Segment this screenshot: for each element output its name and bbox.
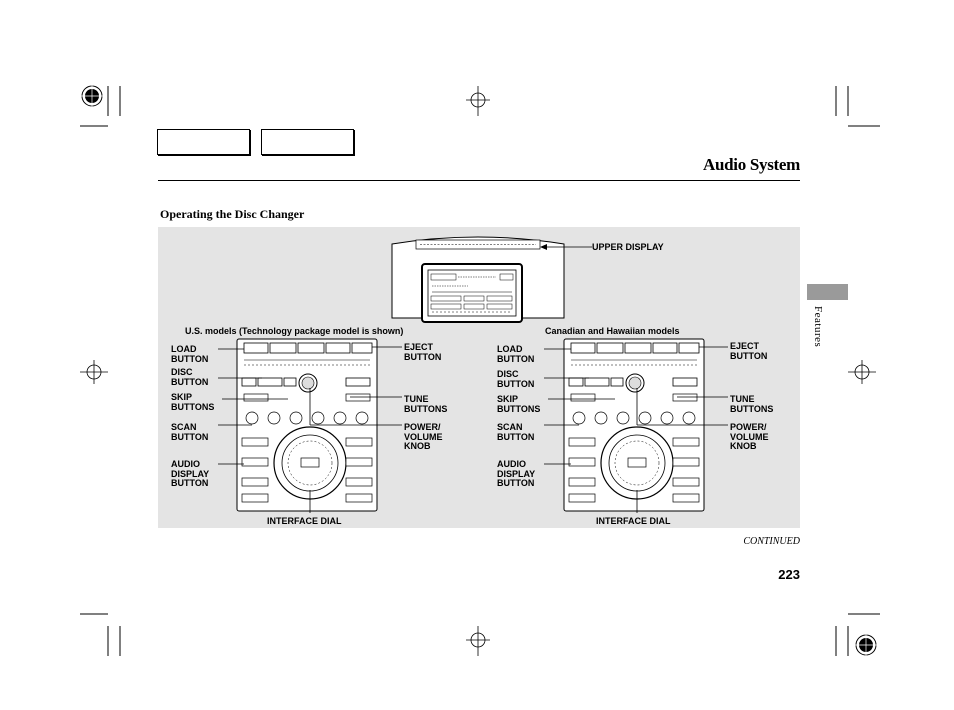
left-audio-display-button-label: AUDIO DISPLAY BUTTON bbox=[171, 459, 210, 488]
registration-crosshair-left bbox=[80, 360, 108, 384]
nav-tab-box-2[interactable] bbox=[261, 129, 354, 155]
left-disc-button-label: DISC BUTTON bbox=[171, 367, 209, 387]
upper-display-illustration bbox=[391, 236, 565, 323]
target-mark-top-left bbox=[80, 84, 104, 108]
right-load-button-label: LOAD BUTTON bbox=[497, 344, 535, 364]
registration-crosshair-bottom bbox=[466, 626, 490, 656]
right-skip-buttons-label: SKIP BUTTONS bbox=[497, 394, 541, 414]
side-tab-marker bbox=[807, 284, 848, 300]
right-disc-button-label: DISC BUTTON bbox=[497, 369, 535, 389]
upper-display-label: UPPER DISPLAY bbox=[592, 242, 664, 252]
right-tune-buttons-label: TUNE BUTTONS bbox=[730, 394, 774, 414]
page-title: Audio System bbox=[703, 155, 800, 174]
left-skip-buttons-label: SKIP BUTTONS bbox=[171, 392, 215, 412]
right-audio-display-button-label: AUDIO DISPLAY BUTTON bbox=[497, 459, 536, 488]
left-eject-button-label: EJECT BUTTON bbox=[404, 342, 442, 362]
right-eject-button-label: EJECT BUTTON bbox=[730, 341, 768, 361]
right-scan-button-label: SCAN BUTTON bbox=[497, 422, 535, 442]
left-tune-buttons-label: TUNE BUTTONS bbox=[404, 394, 448, 414]
right-audio-unit-illustration bbox=[563, 338, 705, 512]
target-mark-bottom-right bbox=[854, 633, 878, 657]
left-interface-dial-label: INTERFACE DIAL bbox=[267, 516, 342, 526]
page-number: 223 bbox=[778, 567, 800, 582]
registration-crosshair-right bbox=[848, 360, 876, 384]
right-power-volume-knob-label: POWER/ VOLUME KNOB bbox=[730, 422, 769, 451]
registration-crosshair-top bbox=[466, 86, 490, 116]
left-unit-caption: U.S. models (Technology package model is… bbox=[185, 326, 404, 336]
left-scan-button-label: SCAN BUTTON bbox=[171, 422, 209, 442]
section-title: Operating the Disc Changer bbox=[160, 207, 305, 221]
left-audio-unit-illustration bbox=[236, 338, 378, 512]
right-interface-dial-label: INTERFACE DIAL bbox=[596, 516, 671, 526]
header-rule bbox=[158, 180, 800, 181]
upper-display-pointer bbox=[540, 244, 592, 250]
right-unit-caption: Canadian and Hawaiian models bbox=[545, 326, 680, 336]
continued-note: CONTINUED bbox=[743, 536, 800, 547]
nav-tab-box-1[interactable] bbox=[157, 129, 250, 155]
side-tab-label: Features bbox=[812, 306, 824, 348]
left-power-volume-knob-label: POWER/ VOLUME KNOB bbox=[404, 422, 443, 451]
left-load-button-label: LOAD BUTTON bbox=[171, 344, 209, 364]
